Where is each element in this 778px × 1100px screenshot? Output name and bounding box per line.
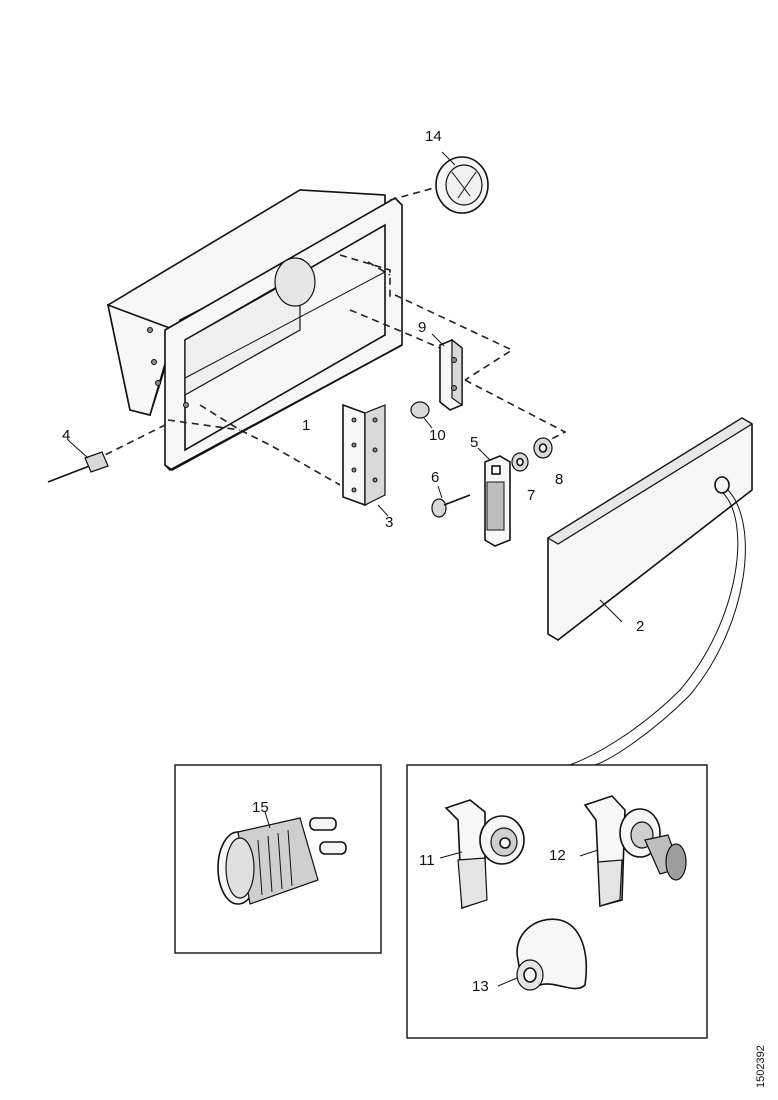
glove-box-housing	[106, 189, 403, 471]
callout-labels: 14 9 1 4 10 5 6 7 8 3 2 15 11 12 13	[62, 128, 644, 995]
inset-box-right	[406, 764, 708, 1039]
inset-box-left	[174, 764, 382, 954]
callout-15: 15	[252, 799, 269, 816]
part-6-screw	[431, 485, 471, 518]
part-14-cap	[435, 151, 489, 214]
part-5-latch	[477, 447, 511, 547]
callout-3: 3	[385, 514, 393, 531]
callout-5: 5	[470, 434, 478, 451]
callout-12: 12	[549, 847, 566, 864]
callout-14: 14	[425, 128, 442, 145]
part-3-hinge	[342, 403, 389, 517]
callout-10: 10	[429, 427, 446, 444]
part-4-bolt	[47, 439, 109, 483]
part-15-lock-cylinder	[217, 811, 347, 905]
part-9-bracket	[431, 333, 463, 411]
assembly-dashed-lines	[94, 184, 567, 486]
callout-9: 9	[418, 319, 426, 336]
callout-7: 7	[527, 487, 535, 504]
callout-2: 2	[636, 618, 644, 635]
callout-11: 11	[419, 852, 435, 869]
callout-1: 1	[302, 417, 310, 434]
part-8-nut	[533, 437, 553, 459]
callout-13: 13	[472, 978, 489, 995]
figure-code: 1502392	[755, 1045, 767, 1088]
part-12-key-lock	[579, 795, 687, 908]
part-11-cam-lock	[439, 799, 525, 910]
callout-4: 4	[62, 427, 70, 444]
callout-6: 6	[431, 469, 439, 486]
callout-8: 8	[555, 471, 563, 488]
part-10-nut	[410, 401, 433, 429]
part-13-dust-cap	[497, 918, 588, 991]
part-7-washer	[511, 452, 529, 472]
part-2-lid	[546, 417, 754, 769]
